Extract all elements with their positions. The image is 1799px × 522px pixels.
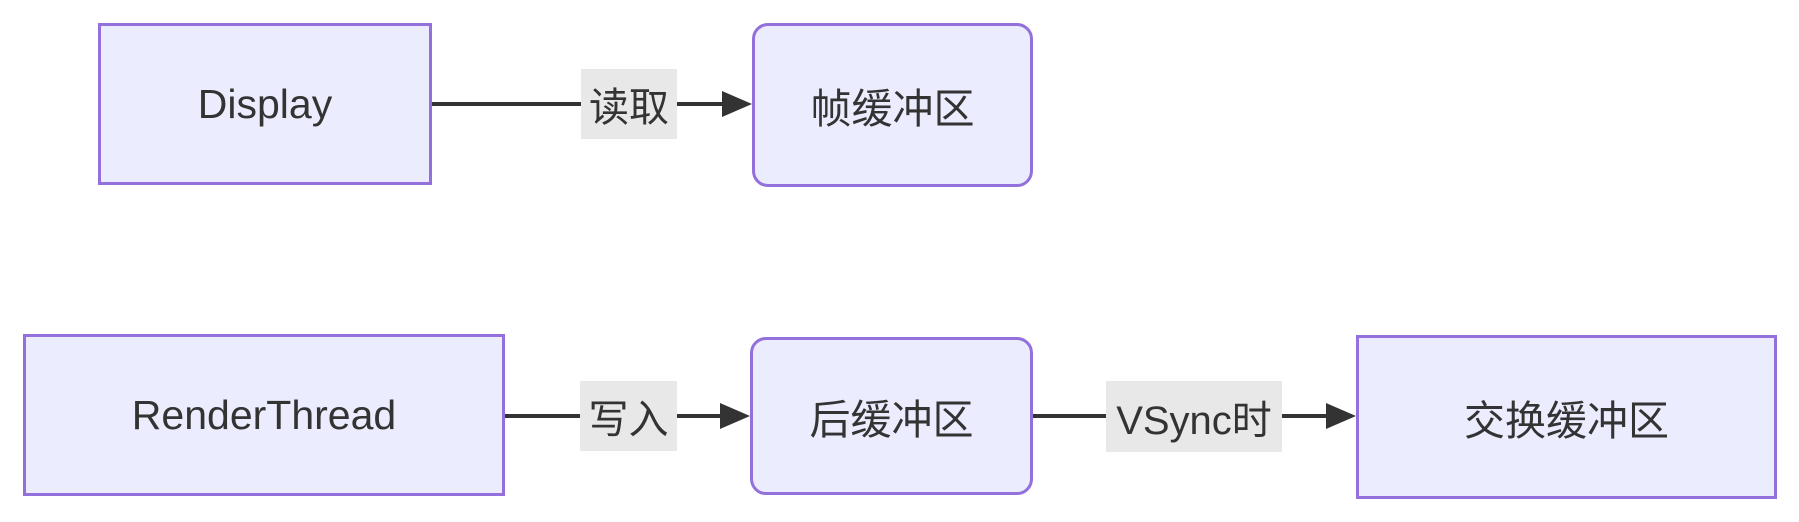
node-back-buffer: 后缓冲区: [750, 337, 1033, 495]
node-display: Display: [98, 23, 432, 185]
node-swap-buffer-label: 交换缓冲区: [1464, 398, 1669, 444]
edge-display-to-frame-buffer-line: [432, 102, 722, 106]
node-display-label: Display: [197, 80, 333, 127]
node-back-buffer-label: 后缓冲区: [809, 397, 974, 443]
node-frame-buffer-label: 帧缓冲区: [810, 86, 975, 132]
arrowhead-icon: [722, 91, 752, 117]
node-frame-buffer: 帧缓冲区: [752, 23, 1033, 187]
node-swap-buffer: 交换缓冲区: [1356, 335, 1777, 499]
node-render-thread: RenderThread: [23, 334, 505, 496]
arrowhead-icon: [1326, 403, 1356, 429]
edge-label-read: 读取: [581, 69, 677, 139]
arrowhead-icon: [720, 403, 750, 429]
edge-label-write: 写入: [580, 381, 677, 451]
edge-label-vsync: VSync时: [1106, 381, 1282, 452]
node-render-thread-label: RenderThread: [131, 391, 397, 438]
